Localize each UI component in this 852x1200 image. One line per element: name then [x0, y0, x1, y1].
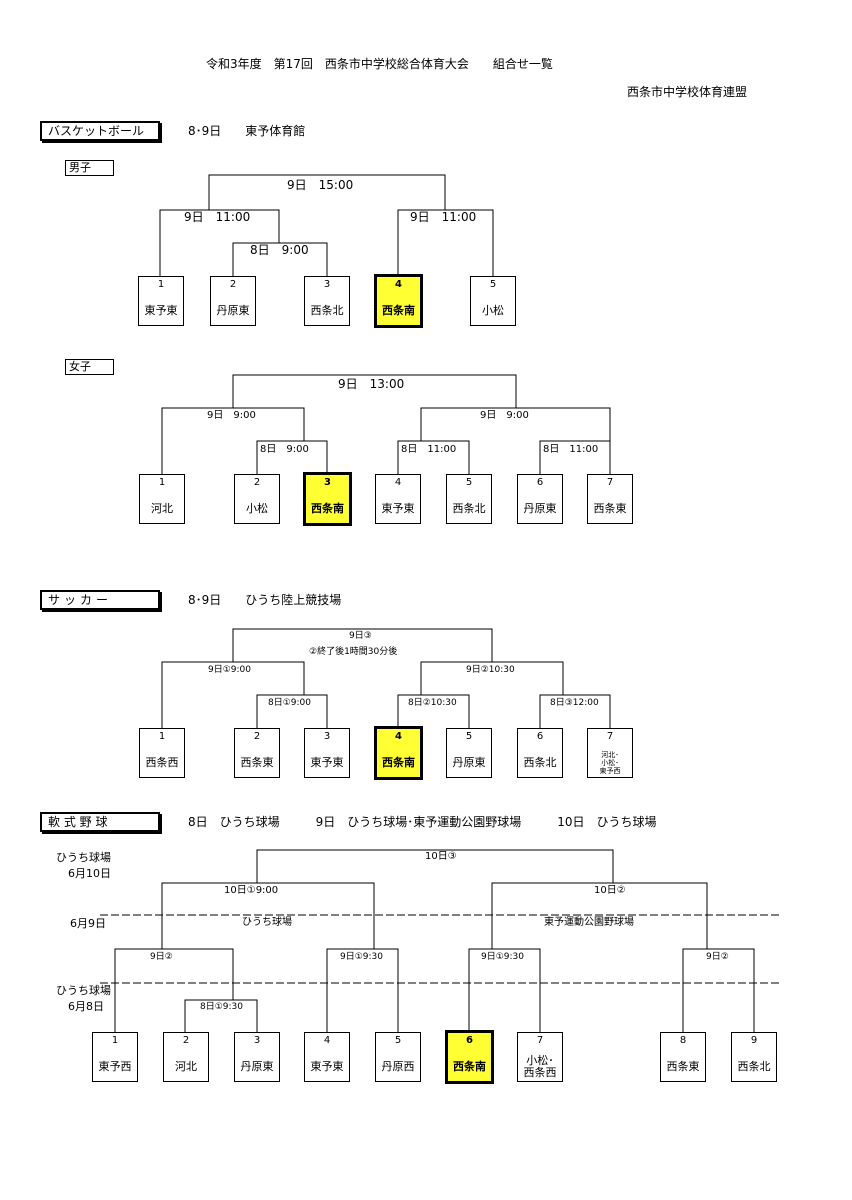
base-team-3: 3 丹原東	[234, 1032, 280, 1082]
line-base-final	[256, 849, 614, 883]
soccer-team-5: 5 丹原東	[446, 728, 492, 778]
line-base-right-semi	[491, 882, 708, 949]
base-qf-a-time: 9日②	[150, 952, 173, 962]
soccer-team-2: 2 西条東	[234, 728, 280, 778]
basketball-girls-label: 女子	[65, 359, 114, 375]
base-left-semi-time: 10日①9:00	[224, 885, 279, 896]
bb-boys-team-5: 5 小松	[470, 276, 516, 326]
bb-girls-team-5: 5 西条北	[446, 474, 492, 524]
soccer-info: 8･9日 ひうち陸上競技場	[188, 593, 342, 607]
base-venue-10: ひうち球場	[56, 851, 111, 864]
base-right-semi-time: 10日②	[594, 885, 626, 896]
baseball-info: 8日 ひうち球場 9日 ひうち球場･東予運動公園野球場 10日 ひうち球場	[188, 815, 657, 829]
line-soccer-r1a	[256, 694, 328, 728]
line-bb-girls-r1b	[397, 440, 470, 474]
base-team-2: 2 河北	[163, 1032, 209, 1082]
bb-girls-team-4: 4 東予東	[375, 474, 421, 524]
line-base-qf-b	[326, 948, 399, 1032]
line-base-qf-c	[468, 948, 541, 1032]
soccer-r1b-time: 8日②10:30	[408, 698, 457, 708]
base-date-8: 6月8日	[68, 1000, 104, 1013]
base-team-9: 9 西条北	[731, 1032, 777, 1082]
line-base-qf-a	[114, 948, 234, 1032]
line-soccer-r1c	[539, 694, 611, 728]
section-baseball: 軟 式 野 球	[40, 812, 160, 832]
base-date-9: 6月9日	[70, 917, 106, 930]
soccer-final-time: 9日③	[349, 631, 372, 641]
bb-boys-team-1: 1 東予東	[138, 276, 184, 326]
base-venue-9-left: ひうち球場	[242, 917, 292, 928]
organizer: 西条市中学校体育連盟	[627, 85, 748, 99]
line-bb-girls-right-semi	[420, 407, 611, 441]
line-bb-boys-right-semi	[397, 209, 494, 276]
bb-boys-team-2: 2 丹原東	[210, 276, 256, 326]
bb-girls-left-semi-time: 9日 9:00	[207, 410, 256, 421]
soccer-left-semi-time: 9日①9:00	[208, 665, 252, 675]
bb-girls-final-time: 9日 13:00	[338, 377, 405, 391]
basketball-boys-label: 男子	[65, 160, 114, 176]
bb-girls-team-7: 7 西条東	[587, 474, 633, 524]
bb-boys-r1-time: 8日 9:00	[250, 243, 309, 257]
soccer-team-6: 6 西条北	[517, 728, 563, 778]
line-bb-boys-left-semi	[159, 209, 280, 276]
line-base-r1	[184, 999, 258, 1032]
soccer-final-note: ②終了後1時間30分後	[309, 647, 398, 657]
base-team-7: 7 小松･ 西条西	[517, 1032, 563, 1082]
base-team-6-highlighted: 6 西条南	[445, 1030, 494, 1084]
bb-girls-right-semi-time: 9日 9:00	[480, 410, 529, 421]
bb-girls-team-2: 2 小松	[234, 474, 280, 524]
soccer-team-1: 1 西条西	[139, 728, 185, 778]
line-bb-girls-r1a	[256, 440, 328, 474]
base-qf-c-time: 9日①9:30	[481, 952, 525, 962]
base-qf-b-time: 9日①9:30	[340, 952, 384, 962]
bb-boys-final-time: 9日 15:00	[287, 178, 354, 192]
bb-boys-right-semi-time: 9日 11:00	[410, 210, 477, 224]
line-bb-girls-left-semi	[161, 407, 305, 474]
bb-girls-r1c-time: 8日 11:00	[543, 444, 599, 455]
soccer-right-semi-time: 9日②10:30	[466, 665, 515, 675]
bb-girls-r1b-time: 8日 11:00	[401, 444, 457, 455]
base-venue-9-right: 東予運動公園野球場	[544, 917, 634, 928]
basketball-info: 8･9日 東予体育館	[188, 124, 306, 138]
bb-boys-left-semi-time: 9日 11:00	[184, 210, 251, 224]
page-title: 令和3年度 第17回 西条市中学校総合体育大会 組合せ一覧	[206, 57, 553, 71]
base-date-10: 6月10日	[68, 867, 111, 880]
bb-girls-team-3-highlighted: 3 西条南	[303, 472, 352, 526]
section-soccer: サッカー	[40, 590, 160, 610]
bb-girls-team-6: 6 丹原東	[517, 474, 563, 524]
base-team-4: 4 東予東	[304, 1032, 350, 1082]
base-r1-time: 8日①9:30	[200, 1002, 244, 1012]
soccer-r1a-time: 8日①9:00	[268, 698, 312, 708]
base-team-8: 8 西条東	[660, 1032, 706, 1082]
bb-girls-r1a-time: 8日 9:00	[260, 444, 309, 455]
soccer-team-3: 3 東予東	[304, 728, 350, 778]
line-bb-girls-r1c	[539, 440, 611, 474]
bb-girls-team-1: 1 河北	[139, 474, 185, 524]
line-soccer-final	[232, 628, 493, 662]
base-final-time: 10日③	[425, 851, 457, 862]
base-team-5: 5 丹原西	[375, 1032, 421, 1082]
bb-boys-team-3: 3 西条北	[304, 276, 350, 326]
soccer-team-7: 7 河北･ 小松･ 東予西	[587, 728, 633, 778]
base-team-1: 1 東予西	[92, 1032, 138, 1082]
line-soccer-right-semi	[420, 661, 564, 695]
line-bb-boys-r1	[232, 242, 328, 276]
soccer-team-4-highlighted: 4 西条南	[374, 726, 423, 780]
base-qf-d-time: 9日②	[706, 952, 729, 962]
line-base-left-semi	[161, 882, 375, 949]
line-base-qf-d	[682, 948, 755, 1032]
base-venue-8: ひうち球場	[56, 984, 111, 997]
line-bb-boys-final	[208, 174, 446, 210]
section-basketball: バスケットボール	[40, 121, 160, 141]
line-soccer-r1b	[397, 694, 470, 728]
line-soccer-left-semi	[161, 661, 305, 728]
soccer-r1c-time: 8日③12:00	[550, 698, 599, 708]
bb-boys-team-4-highlighted: 4 西条南	[374, 274, 423, 328]
line-bb-girls-final	[232, 374, 517, 408]
